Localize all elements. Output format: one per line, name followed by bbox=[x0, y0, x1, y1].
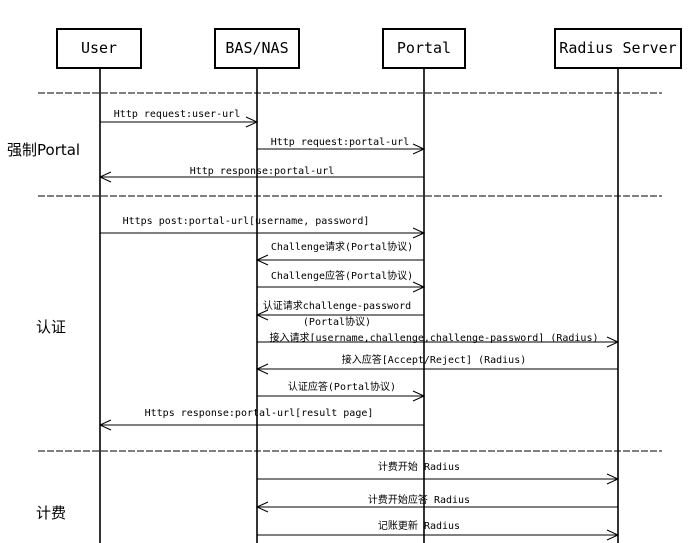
actor-portal: Portal bbox=[382, 28, 466, 69]
message-auth-request: 认证请求challenge-password (Portal协议) bbox=[255, 299, 424, 328]
arrow-head bbox=[255, 363, 269, 375]
actor-bas-nas-label: BAS/NAS bbox=[225, 39, 288, 57]
message-challenge-request: Challenge请求(Portal协议) bbox=[255, 240, 424, 266]
message-http-request-portal-url: Http request:portal-url bbox=[257, 137, 426, 155]
phase-label-auth: 认证 bbox=[36, 318, 66, 336]
message-http-request-user-url: Http request:user-url bbox=[100, 109, 259, 128]
message-https-post-portal-url: Https post:portal-url[username, password… bbox=[100, 216, 426, 239]
arrow-head bbox=[255, 501, 269, 513]
arrow-head bbox=[412, 281, 426, 293]
message-https-response-result-page: Https response:portal-url[result page] bbox=[98, 408, 424, 431]
message-label: Challenge请求(Portal协议) bbox=[271, 240, 413, 253]
actor-radius-server: Radius Server bbox=[554, 28, 682, 69]
message-label: 认证请求challenge-password bbox=[263, 299, 411, 312]
arrow-head bbox=[98, 171, 112, 183]
message-label: Http request:user-url bbox=[114, 109, 240, 120]
arrow-head bbox=[255, 254, 269, 266]
arrow-head bbox=[245, 116, 259, 128]
message-label: 接入应答[Accept/Reject] (Radius) bbox=[342, 353, 527, 366]
arrow-head bbox=[412, 227, 426, 239]
arrow-head bbox=[412, 390, 426, 402]
message-label: 认证应答(Portal协议) bbox=[288, 380, 396, 393]
actor-bas-nas: BAS/NAS bbox=[214, 28, 300, 69]
message-access-response: 接入应答[Accept/Reject] (Radius) bbox=[255, 353, 618, 375]
message-accounting-start: 计费开始 Radius bbox=[257, 460, 620, 485]
message-label: Http response:portal-url bbox=[190, 166, 335, 177]
message-label: Challenge应答(Portal协议) bbox=[271, 269, 413, 282]
message-http-response-portal-url: Http response:portal-url bbox=[98, 166, 424, 183]
arrow-head bbox=[606, 336, 620, 348]
actor-radius-server-label: Radius Server bbox=[559, 39, 676, 57]
actor-portal-label: Portal bbox=[397, 39, 451, 57]
message-label: Http request:portal-url bbox=[271, 137, 409, 148]
arrow-head bbox=[606, 473, 620, 485]
message-label: 接入请求[username,challenge,challenge-passwo… bbox=[270, 331, 599, 344]
arrow-head bbox=[98, 419, 112, 431]
arrow-head bbox=[412, 143, 426, 155]
message-accounting-start-response: 计费开始应答 Radius bbox=[255, 493, 618, 513]
phase-label-force-portal: 强制Portal bbox=[7, 141, 80, 159]
message-label: Https post:portal-url[username, password… bbox=[123, 216, 370, 227]
message-challenge-response: Challenge应答(Portal协议) bbox=[257, 269, 426, 293]
actor-user: User bbox=[56, 28, 142, 69]
phase-label-billing: 计费 bbox=[36, 504, 66, 522]
actor-user-label: User bbox=[81, 39, 117, 57]
message-access-request: 接入请求[username,challenge,challenge-passwo… bbox=[257, 331, 620, 348]
message-label: 记账更新 Radius bbox=[378, 519, 460, 532]
message-label: 计费开始应答 Radius bbox=[368, 493, 470, 506]
message-label: 计费开始 Radius bbox=[378, 460, 460, 473]
message-auth-response: 认证应答(Portal协议) bbox=[257, 380, 426, 402]
arrow-head bbox=[606, 529, 620, 541]
message-accounting-update: 记账更新 Radius bbox=[257, 519, 620, 541]
message-label-line2: (Portal协议) bbox=[303, 315, 371, 328]
message-label: Https response:portal-url[result page] bbox=[145, 408, 374, 419]
arrow-head bbox=[255, 309, 269, 321]
